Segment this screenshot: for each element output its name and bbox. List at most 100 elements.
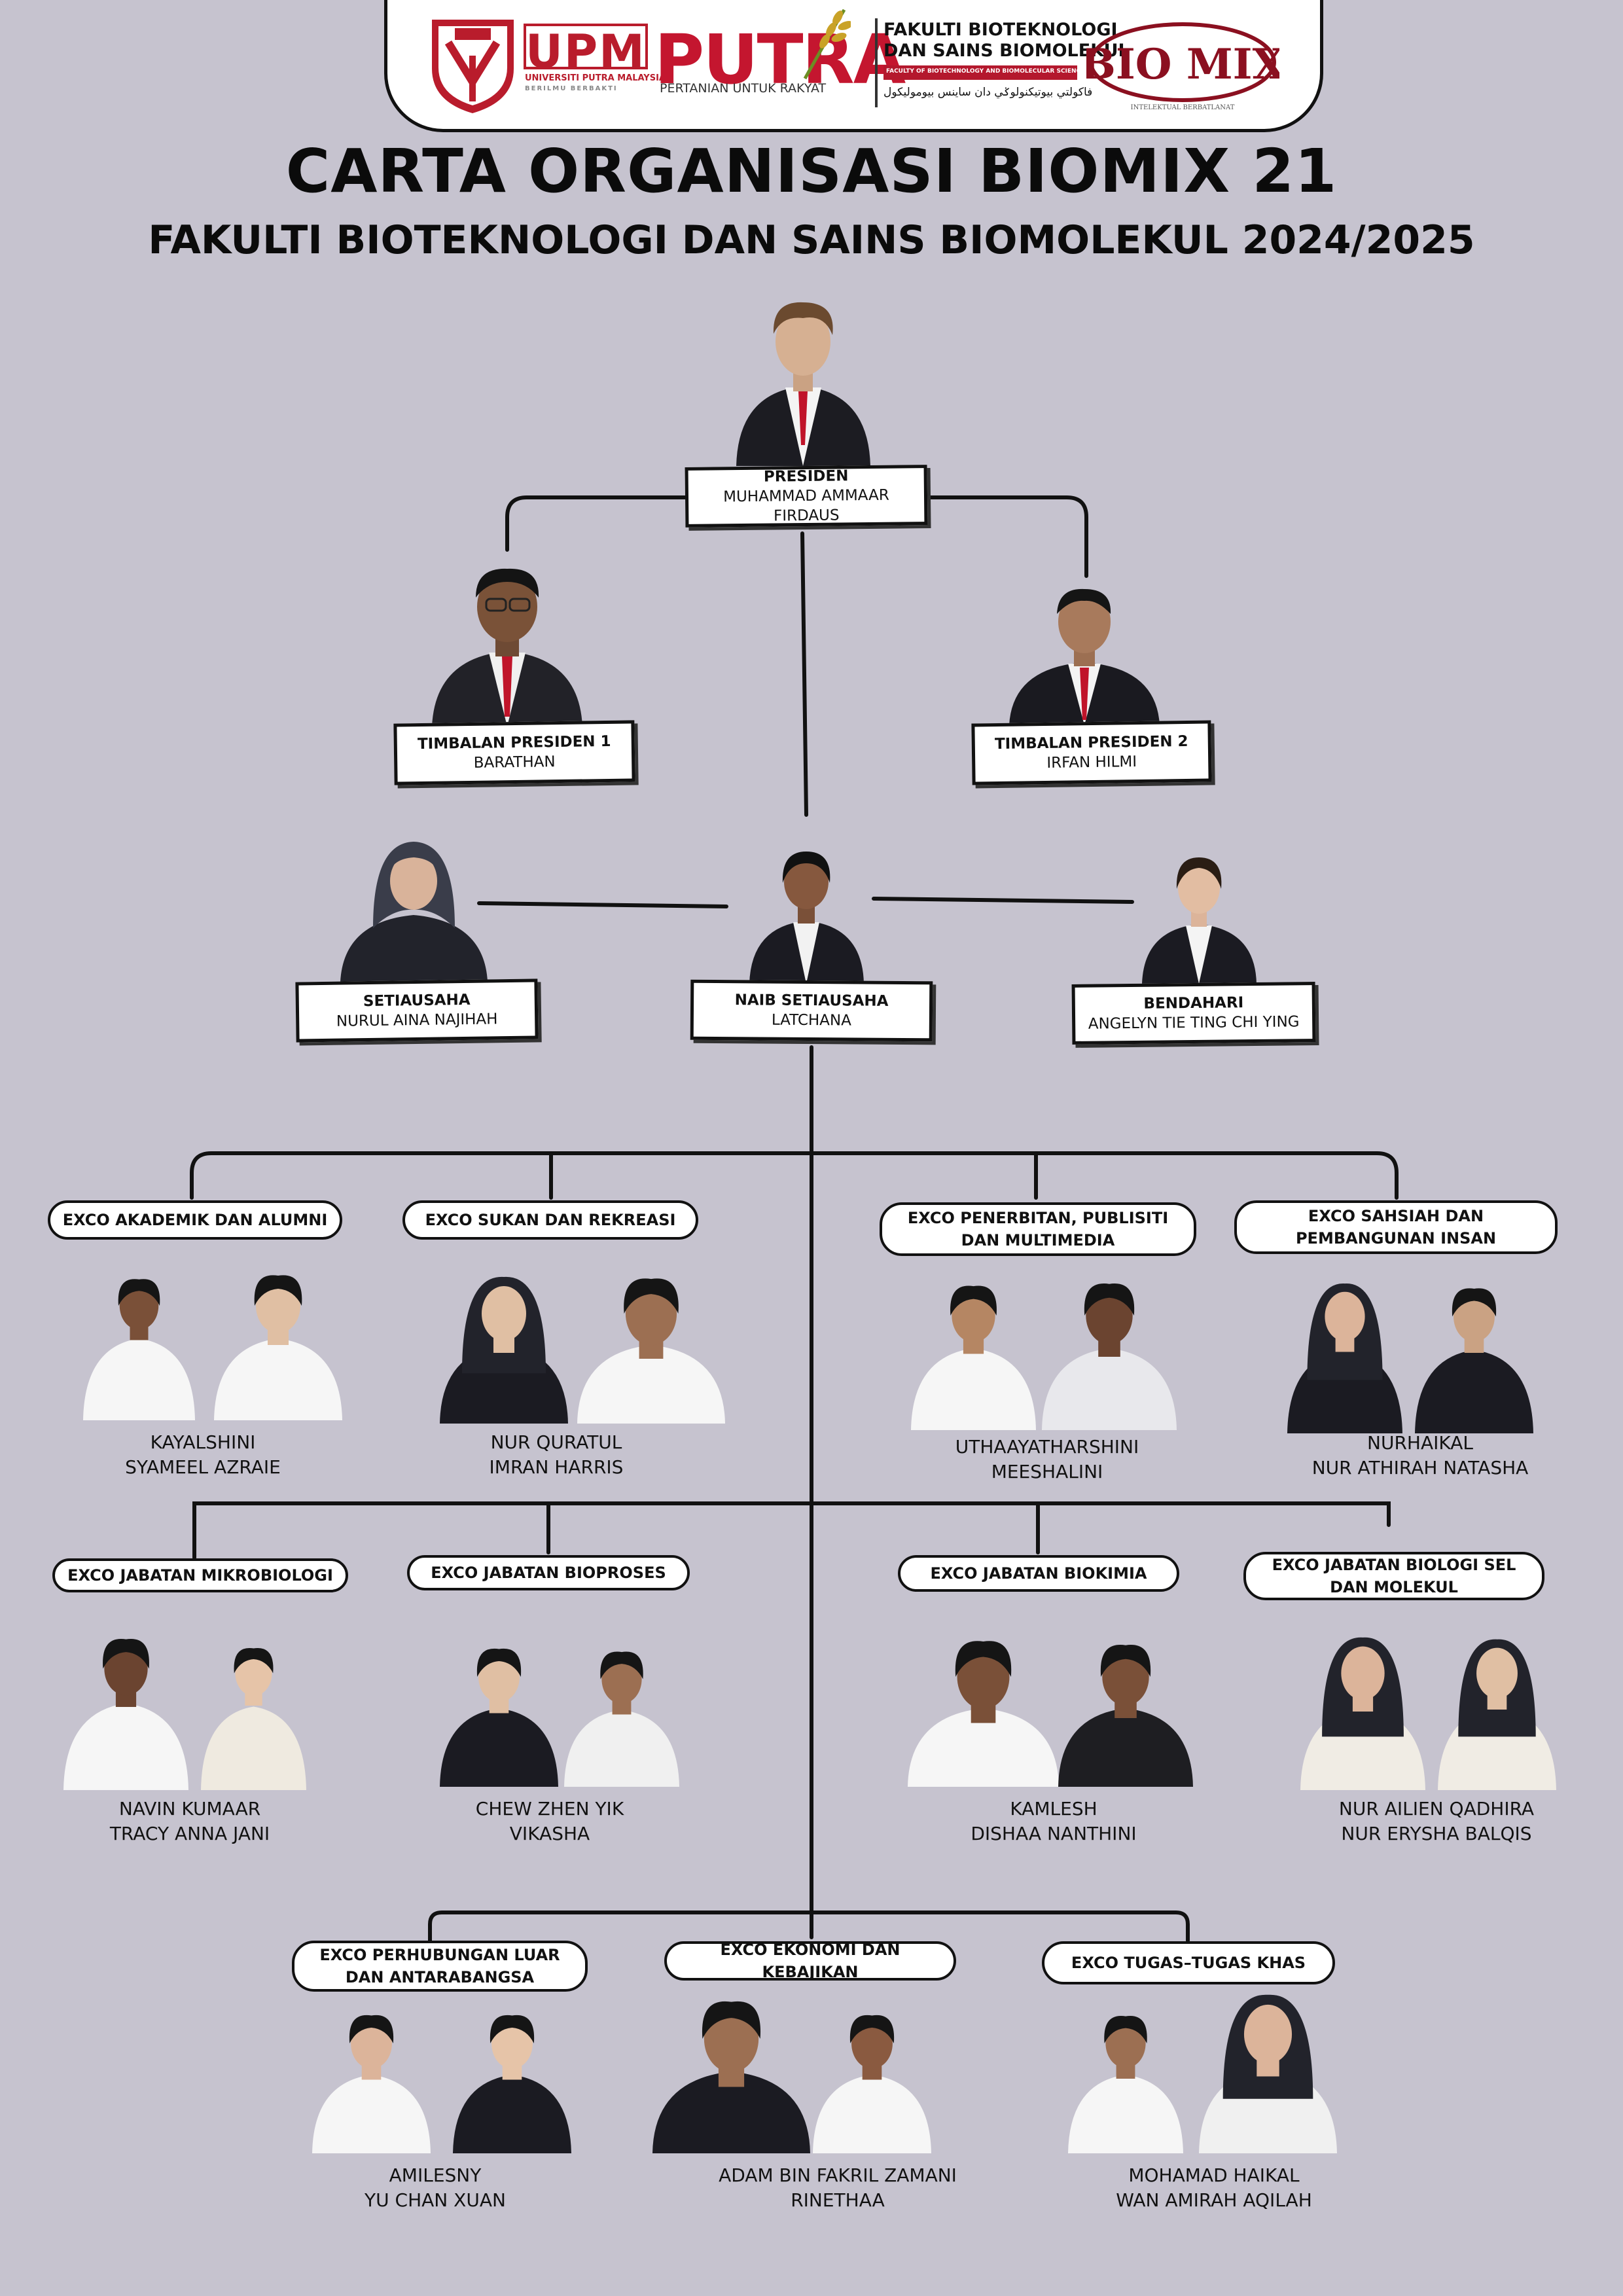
role-title: TIMBALAN PRESIDEN 1 xyxy=(417,732,611,753)
exco-members-biologi-sel: NUR AILIEN QADHIRA NUR ERYSHA BALQIS xyxy=(1299,1797,1574,1846)
exco-members-mikrobiologi: NAVIN KUMAAR TRACY ANNA JANI xyxy=(52,1797,327,1846)
biomix-motto: INTELEKTUAL BERBATLANAT xyxy=(1131,104,1235,111)
role-holder-name: NURUL AINA NAJIHAH xyxy=(336,1011,498,1030)
faculty-english-band xyxy=(883,65,1077,80)
member-photo xyxy=(213,1257,344,1420)
member-name: MEESHALINI xyxy=(991,1461,1103,1482)
dept-pill-perhubungan: EXCO PERHUBUNGAN LUAR DAN ANTARABANGSA xyxy=(292,1941,588,1992)
member-photo xyxy=(200,1623,308,1790)
role-holder-name: ANGELYN TIE TING CHI YING xyxy=(1088,1013,1300,1033)
member-name: AMILESNY xyxy=(389,2164,482,2186)
dept-pill-mikrobiologi: EXCO JABATAN MIKROBIOLOGI xyxy=(52,1558,348,1592)
putra-wordmark: PUTRA xyxy=(654,20,906,99)
photo-bendahari xyxy=(1139,850,1260,984)
photo-timbalan-2 xyxy=(1006,583,1163,725)
member-photo xyxy=(311,1996,432,2153)
member-name: MOHAMAD HAIKAL xyxy=(1128,2164,1300,2186)
member-name: CHEW ZHEN YIK xyxy=(475,1798,624,1820)
dept-pill-akademik: EXCO AKADEMIK DAN ALUMNI xyxy=(48,1200,342,1240)
role-box-timbalan-2: TIMBALAN PRESIDEN 2 IRFAN HILMI xyxy=(971,720,1212,785)
member-photo xyxy=(906,1630,1060,1787)
photo-setiausaha xyxy=(337,830,491,982)
member-name: ADAM BIN FAKRIL ZAMANI xyxy=(719,2164,957,2186)
upm-university-name: UNIVERSITI PUTRA MALAYSIA xyxy=(525,73,666,83)
putra-tagline: PERTANIAN UNTUK RAKYAT xyxy=(660,81,827,96)
dept-pill-sukan: EXCO SUKAN DAN REKREASI xyxy=(402,1200,698,1240)
upm-wordmark: UPM xyxy=(526,25,646,79)
role-holder-name: IRFAN HILMI xyxy=(1046,753,1137,772)
member-photo xyxy=(438,1266,569,1424)
member-name: NUR QURATUL xyxy=(490,1431,622,1453)
member-photo xyxy=(1286,1266,1404,1433)
exco-members-penerbitan: UTHAAYATHARSHINI MEESHALINI xyxy=(910,1435,1185,1484)
exco-members-sukan: NUR QURATUL IMRAN HARRIS xyxy=(419,1430,694,1480)
faculty-english-name: FACULTY OF BIOTECHNOLOGY AND BIOMOLECULA… xyxy=(886,68,1089,75)
member-photo xyxy=(1041,1266,1178,1430)
member-name: IMRAN HARRIS xyxy=(489,1456,624,1478)
role-holder-name: BARATHAN xyxy=(473,753,556,772)
member-photo xyxy=(1299,1623,1427,1790)
member-name: KAMLESH xyxy=(1010,1798,1097,1820)
member-name: NUR ERYSHA BALQIS xyxy=(1341,1823,1532,1844)
page-title: CARTA ORGANISASI BIOMIX 21 xyxy=(285,136,1338,206)
role-holder-name: LATCHANA xyxy=(771,1011,852,1030)
exco-members-akademik: KAYALSHINI SYAMEEL AZRAIE xyxy=(65,1430,340,1480)
dept-pill-bioproses: EXCO JABATAN BIOPROSES xyxy=(407,1555,690,1590)
header-banner xyxy=(384,0,1323,132)
member-name: KAYALSHINI xyxy=(150,1431,256,1453)
member-photo xyxy=(910,1266,1037,1430)
photo-presiden xyxy=(733,295,874,466)
member-name: UTHAAYATHARSHINI xyxy=(955,1436,1139,1458)
member-photo xyxy=(62,1617,190,1790)
biomix-logo: BIO MIX INTELEKTUAL BERBATLANAT xyxy=(1086,22,1279,111)
member-name: NUR ATHIRAH NATASHA xyxy=(1311,1457,1529,1479)
member-photo xyxy=(576,1266,726,1424)
dept-pill-ekonomi: EXCO EKONOMI DAN KEBAJIKAN xyxy=(664,1941,956,1981)
role-box-presiden: PRESIDEN MUHAMMAD AMMAAR FIRDAUS xyxy=(685,465,928,528)
member-name: SYAMEEL AZRAIE xyxy=(125,1456,281,1478)
role-title: BENDAHARI xyxy=(1143,994,1244,1013)
exco-members-perhubungan: AMILESNY YU CHAN XUAN xyxy=(298,2163,573,2213)
photo-naib-setiausaha xyxy=(746,841,867,984)
member-name: VIKASHA xyxy=(509,1823,590,1844)
upm-motto: BERILMU BERBAKTI xyxy=(525,85,618,92)
header-divider xyxy=(875,18,878,107)
exco-members-ekonomi: ADAM BIN FAKRIL ZAMANI RINETHAA xyxy=(681,2163,995,2213)
member-photo xyxy=(1198,1983,1338,2153)
member-photo xyxy=(452,1996,573,2153)
member-photo xyxy=(1414,1266,1535,1433)
role-title: PRESIDEN xyxy=(763,467,849,486)
member-name: RINETHAA xyxy=(791,2189,885,2211)
member-name: NAVIN KUMAAR xyxy=(118,1798,261,1820)
member-name: NURHAIKAL xyxy=(1367,1432,1473,1454)
member-photo xyxy=(651,1990,812,2153)
exco-members-tugas-khas: MOHAMAD HAIKAL WAN AMIRAH AQILAH xyxy=(1077,2163,1351,2213)
upm-wordmark-box xyxy=(524,24,648,69)
role-box-timbalan-1: TIMBALAN PRESIDEN 1 BARATHAN xyxy=(393,720,635,785)
exco-members-biokimia: KAMLESH DISHAA NANTHINI xyxy=(916,1797,1191,1846)
member-photo xyxy=(438,1630,560,1787)
member-photo xyxy=(82,1257,196,1420)
dept-pill-biokimia: EXCO JABATAN BIOKIMIA xyxy=(898,1555,1179,1592)
dept-pill-penerbitan: EXCO PENERBITAN, PUBLISITI DAN MULTIMEDI… xyxy=(880,1202,1196,1256)
member-name: TRACY ANNA JANI xyxy=(109,1823,270,1844)
member-name: YU CHAN XUAN xyxy=(365,2189,506,2211)
dept-pill-sahsiah: EXCO SAHSIAH DAN PEMBANGUNAN INSAN xyxy=(1234,1200,1558,1254)
member-photo xyxy=(812,1996,933,2153)
dept-pill-tugas-khas: EXCO TUGAS–TUGAS KHAS xyxy=(1042,1941,1335,1984)
member-name: DISHAA NANTHINI xyxy=(971,1823,1137,1844)
exco-members-sahsiah: NURHAIKAL NUR ATHIRAH NATASHA xyxy=(1276,1431,1564,1480)
role-box-naib-setiausaha: NAIB SETIAUSAHA LATCHANA xyxy=(690,979,933,1042)
member-name: WAN AMIRAH AQILAH xyxy=(1116,2189,1312,2211)
faculty-name-line2: DAN SAINS BIOMOLEKUL xyxy=(883,41,1130,61)
role-holder-name: MUHAMMAD AMMAAR FIRDAUS xyxy=(723,486,889,525)
dept-pill-biologi-sel: EXCO JABATAN BIOLOGI SEL DAN MOLEKUL xyxy=(1243,1552,1544,1600)
photo-timbalan-1 xyxy=(429,560,586,726)
exco-members-bioproses: CHEW ZHEN YIK VIKASHA xyxy=(412,1797,687,1846)
page-subtitle: FAKULTI BIOTEKNOLOGI DAN SAINS BIOMOLEKU… xyxy=(148,217,1475,263)
biomix-logo-text: BIO MIX xyxy=(1086,40,1279,89)
member-photo xyxy=(1436,1623,1558,1790)
role-title: TIMBALAN PRESIDEN 2 xyxy=(994,732,1188,753)
faculty-name-line1: FAKULTI BIOTEKNOLOGI xyxy=(883,20,1118,40)
